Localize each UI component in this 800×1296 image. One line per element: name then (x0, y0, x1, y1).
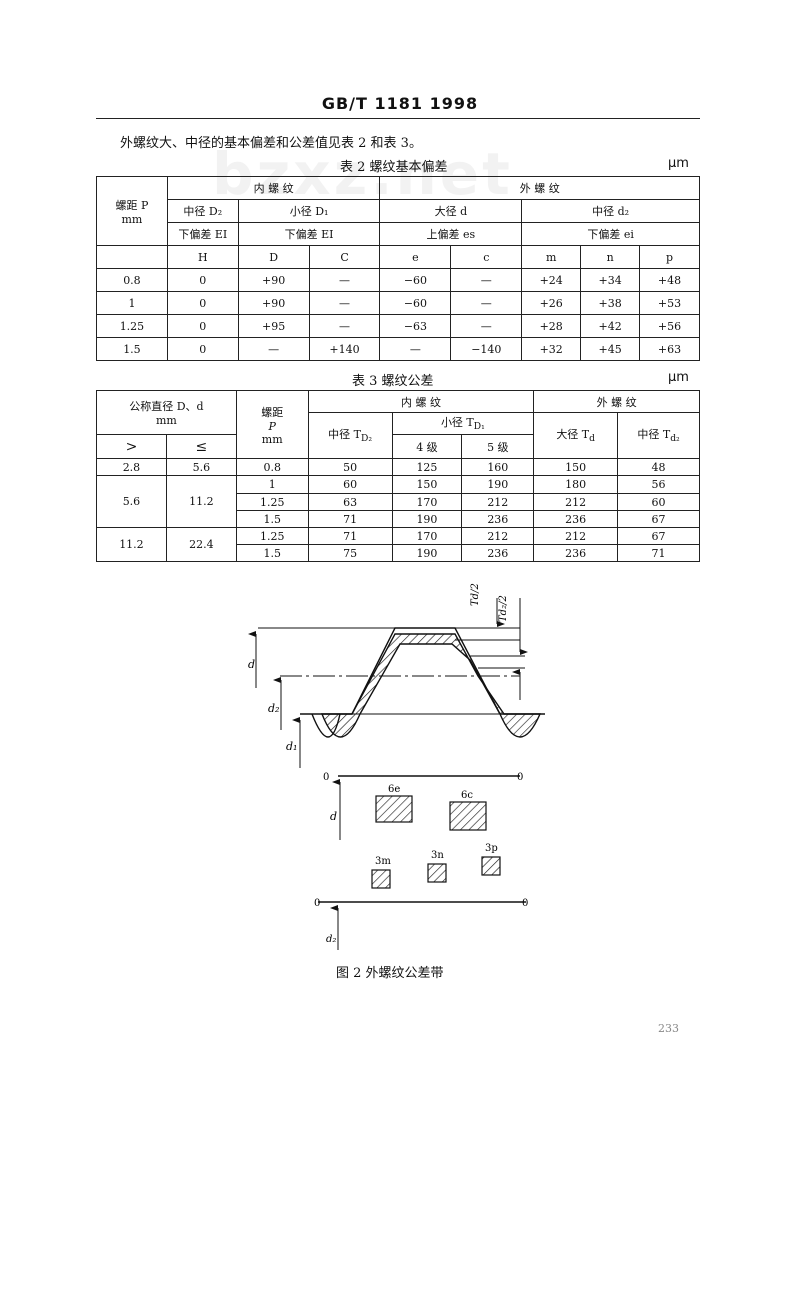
tolerance-band-hatched (320, 633, 542, 738)
standard-header: GB/T 1181 1998 (321, 94, 479, 113)
label-3m: 3m (375, 856, 391, 867)
svg-text:d: d (330, 810, 337, 823)
table2-unit: μm (668, 156, 689, 171)
label-6c: 6c (461, 790, 473, 801)
label-3n: 3n (431, 850, 444, 861)
grade-5-header: 5 级 (461, 434, 535, 459)
label-d1: d₁ (286, 740, 297, 753)
label-6e: 6e (388, 784, 400, 795)
svg-text:0: 0 (323, 772, 329, 783)
pitch-diameter-zone-diagram: 0 0 d₂ 3m 3n 3p (314, 843, 528, 950)
pitch-header: 螺距 P mm (235, 390, 309, 459)
page-number: 233 (658, 1022, 679, 1035)
label-Td2-half: Td₂/2 (498, 595, 509, 622)
zone-3m (371, 869, 391, 889)
zone-3n (427, 863, 447, 883)
header-rule (96, 118, 700, 119)
zone-6e (375, 795, 413, 823)
svg-text:d₂: d₂ (326, 934, 336, 945)
table2-caption: 表 2 螺纹基本偏差 (340, 160, 448, 175)
table3-caption: 表 3 螺纹公差 (352, 374, 434, 389)
zone-3p (481, 856, 501, 876)
major-diameter-d: 大径 d (379, 199, 523, 223)
intro-text: 外螺纹大、中径的基本偏差和公差值见表 2 和表 3。 (120, 136, 422, 151)
label-Td-half: Td/2 (470, 583, 481, 606)
svg-text:0: 0 (517, 772, 523, 783)
internal-thread-header: 内 螺 纹 (166, 176, 381, 200)
svg-text:0: 0 (522, 898, 528, 909)
label-d2: d₂ (268, 702, 279, 715)
zone-6c (449, 801, 487, 831)
table3-unit: μm (668, 370, 689, 385)
svg-text:0: 0 (314, 898, 320, 909)
major-diameter-zone-diagram: 0 0 d 6e 6c (323, 772, 523, 840)
tolerance-TD2-header: 中径 TD₂ (307, 412, 393, 459)
label-d: d (248, 658, 255, 671)
pitch-diameter-d2: 中径 d₂ (521, 199, 700, 223)
tolerance-Td2-header: 中径 Td₂ (617, 412, 700, 459)
upper-deviation-es: 上偏差 es (379, 222, 523, 246)
thread-profile (248, 598, 545, 768)
figure-caption: 图 2 外螺纹公差带 (336, 966, 444, 981)
lower-deviation-EI: 下偏差 EI (166, 222, 239, 246)
gt-header: > (96, 434, 167, 459)
label-3p: 3p (485, 843, 498, 854)
